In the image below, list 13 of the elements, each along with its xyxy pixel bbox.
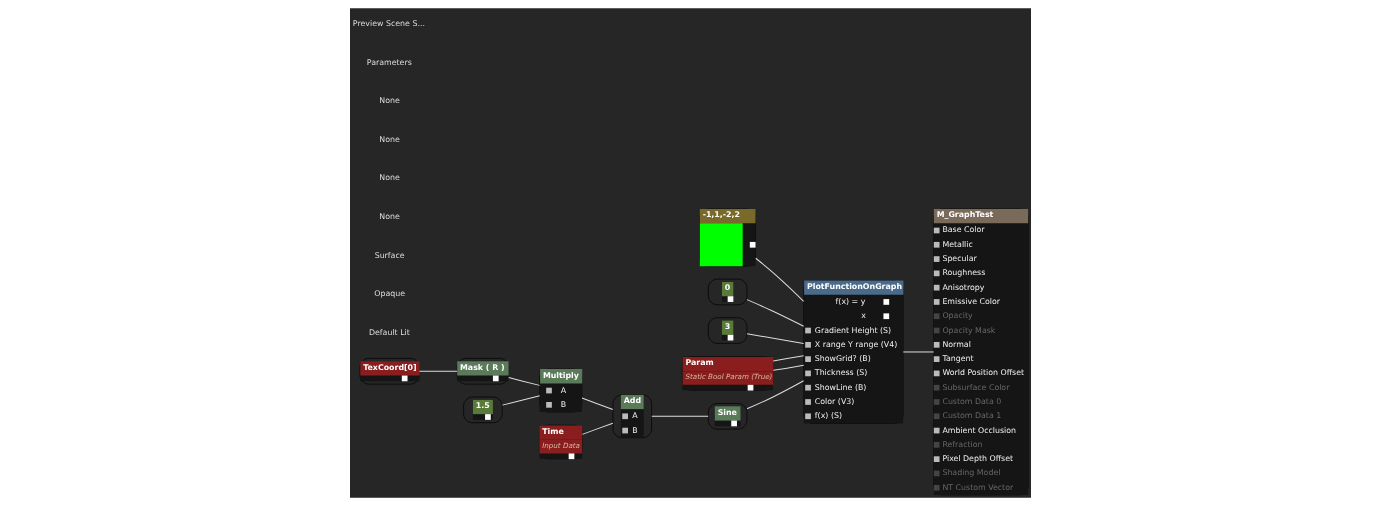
connector: [580, 397, 613, 410]
connector: [507, 377, 540, 386]
connector: [754, 257, 804, 302]
connector: [418, 370, 458, 372]
connector: [501, 395, 540, 406]
connector: [746, 333, 804, 344]
connector: [902, 351, 934, 353]
connector: [650, 415, 709, 417]
connector: [772, 364, 804, 371]
connector: [581, 422, 613, 435]
connector: [772, 355, 804, 362]
connector: [745, 299, 804, 327]
connector: [746, 380, 804, 410]
